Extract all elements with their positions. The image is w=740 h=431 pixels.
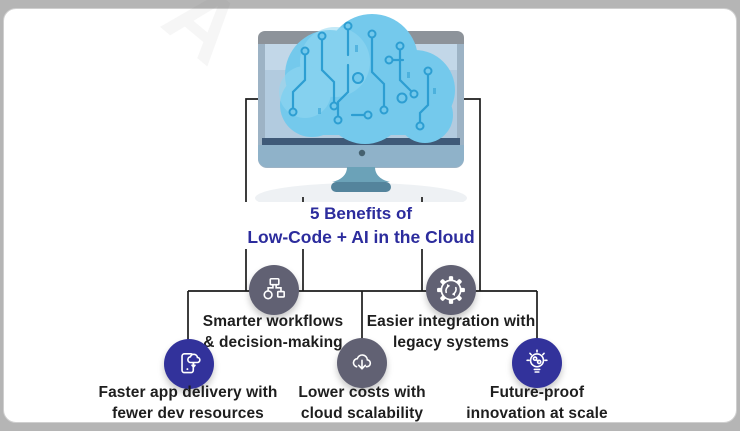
benefit-label-easier-integration: Easier integration with legacy systems xyxy=(366,313,536,351)
workflow-icon xyxy=(249,265,299,315)
cloud-download-icon xyxy=(337,338,387,388)
title-line-2: Low-Code + AI in the Cloud xyxy=(244,225,478,249)
benefit-label-future-proof: Future-proof innovation at scale xyxy=(466,384,608,422)
benefit-label-faster-app-delivery: Faster app delivery with fewer dev resou… xyxy=(98,384,278,422)
lightbulb-network-icon xyxy=(512,338,562,388)
monitor-power-dot xyxy=(358,149,366,157)
benefit-label-lower-costs: Lower costs with cloud scalability xyxy=(298,384,426,422)
title-line-1: 5 Benefits of xyxy=(244,202,478,225)
connector-lines xyxy=(187,98,538,345)
ai-circuit-cloud xyxy=(279,14,455,144)
circuit-nodes xyxy=(288,21,433,131)
gear-sync-icon xyxy=(426,265,476,315)
circuit-traces xyxy=(291,28,430,124)
circuit-bits xyxy=(318,45,436,114)
phone-cloud-deploy-icon xyxy=(164,339,214,389)
monitor-bezel-and-stand xyxy=(258,145,464,192)
page-title: 5 Benefits of Low-Code + AI in the Cloud xyxy=(244,202,478,249)
benefit-label-smarter-workflows: Smarter workflows & decision-making xyxy=(202,313,344,351)
